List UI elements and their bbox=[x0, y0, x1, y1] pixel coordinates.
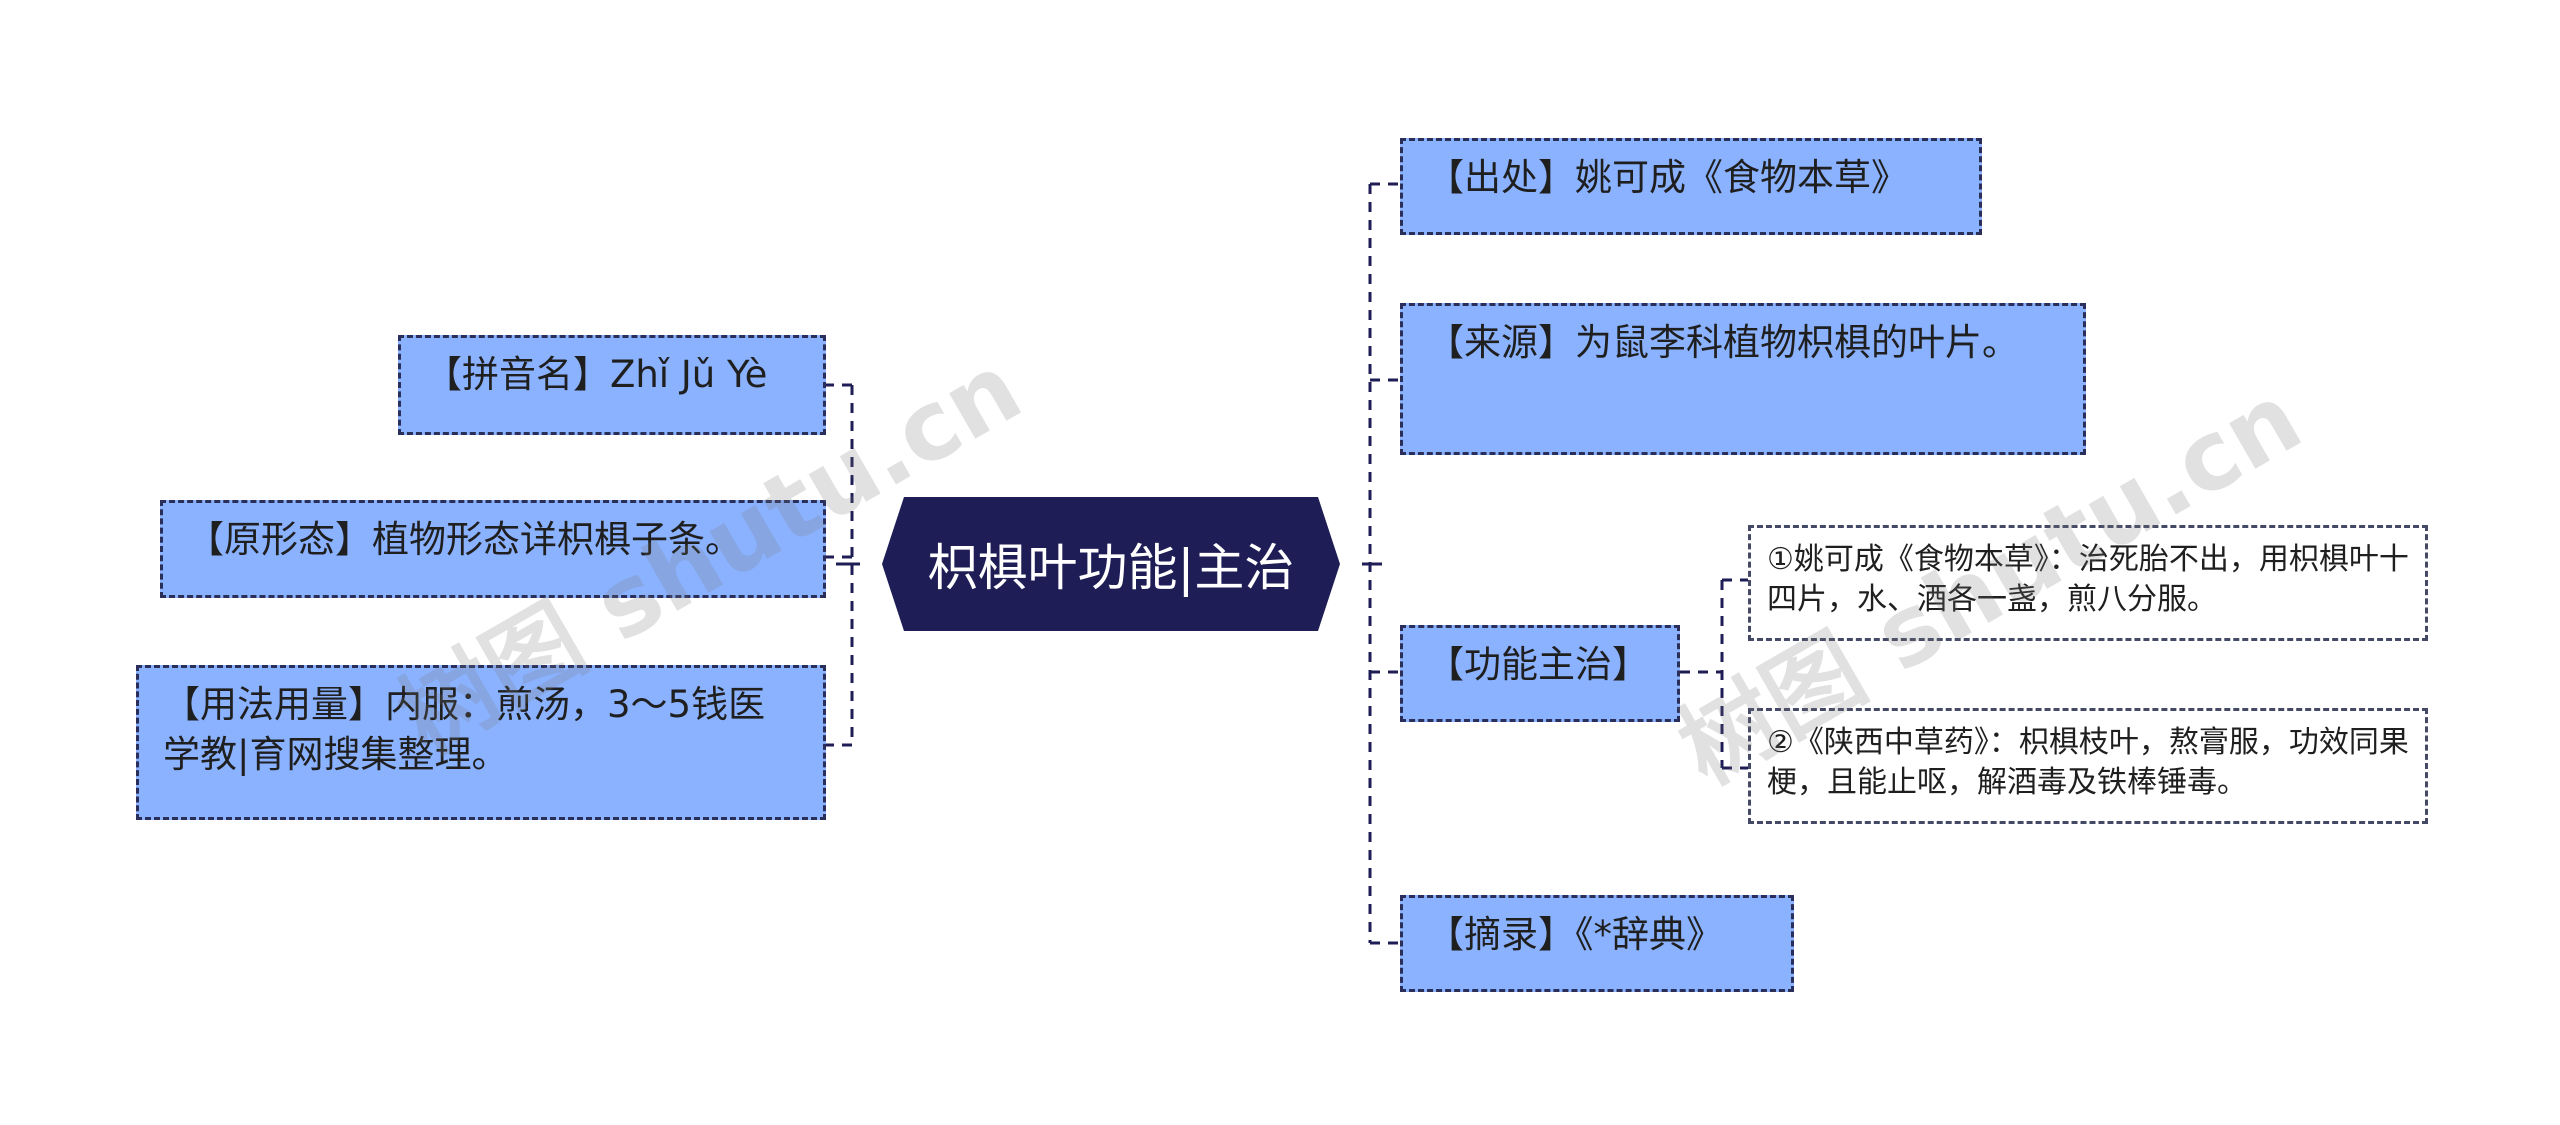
node-source-label: 【来源】为鼠李科植物枳椇的叶片。 bbox=[1427, 321, 2019, 364]
function-detail-2-text: ②《陕西中草药》：枳椇枝叶，熬膏服，功效同果梗，且能止呕，解酒毒及铁棒锤毒。 bbox=[1767, 725, 2409, 800]
node-morphology[interactable]: 【原形态】植物形态详枳椇子条。 bbox=[160, 500, 826, 598]
node-pinyin-label: 【拼音名】Zhǐ Jǔ Yè bbox=[425, 353, 768, 396]
node-excerpt[interactable]: 【摘录】《*辞典》 bbox=[1400, 895, 1794, 992]
node-usage[interactable]: 【用法用量】内服：煎汤，3～5钱医学教|育网搜集整理。 bbox=[136, 665, 826, 820]
node-morphology-label: 【原形态】植物形态详枳椇子条。 bbox=[187, 518, 742, 561]
node-pinyin[interactable]: 【拼音名】Zhǐ Jǔ Yè bbox=[398, 335, 826, 435]
node-function[interactable]: 【功能主治】 bbox=[1400, 625, 1680, 722]
node-source[interactable]: 【来源】为鼠李科植物枳椇的叶片。 bbox=[1400, 303, 2086, 455]
central-topic-shape bbox=[882, 497, 1340, 631]
central-topic-title: 枳椇叶功能|主治 bbox=[927, 539, 1295, 597]
function-detail-1[interactable]: ①姚可成《食物本草》：治死胎不出，用枳椇叶十四片，水、酒各一盏，煎八分服。 bbox=[1748, 525, 2428, 641]
function-detail-2[interactable]: ②《陕西中草药》：枳椇枝叶，熬膏服，功效同果梗，且能止呕，解酒毒及铁棒锤毒。 bbox=[1748, 708, 2428, 824]
node-excerpt-label: 【摘录】《*辞典》 bbox=[1427, 913, 1723, 956]
node-function-label: 【功能主治】 bbox=[1427, 643, 1649, 686]
node-origin[interactable]: 【出处】姚可成《食物本草》 bbox=[1400, 138, 1982, 235]
function-detail-1-text: ①姚可成《食物本草》：治死胎不出，用枳椇叶十四片，水、酒各一盏，煎八分服。 bbox=[1767, 542, 2409, 617]
central-topic[interactable]: 枳椇叶功能|主治 bbox=[882, 497, 1340, 631]
node-usage-label: 【用法用量】内服：煎汤，3～5钱医学教|育网搜集整理。 bbox=[163, 683, 766, 776]
node-origin-label: 【出处】姚可成《食物本草》 bbox=[1427, 156, 1908, 199]
